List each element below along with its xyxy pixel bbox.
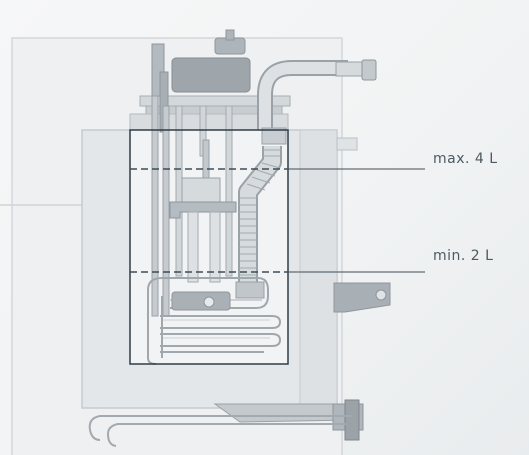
heating-coil — [147, 277, 282, 365]
water-tank-outline — [129, 129, 289, 365]
float-assembly — [169, 139, 237, 283]
max-level-label: max. 4 L — [433, 151, 498, 167]
min-level-label: min. 2 L — [433, 248, 494, 264]
outlet-pipe — [257, 59, 377, 145]
corrugated-hose — [235, 146, 282, 299]
base-plate — [88, 399, 364, 447]
top-mechanism — [129, 29, 291, 133]
side-bracket — [333, 137, 391, 313]
